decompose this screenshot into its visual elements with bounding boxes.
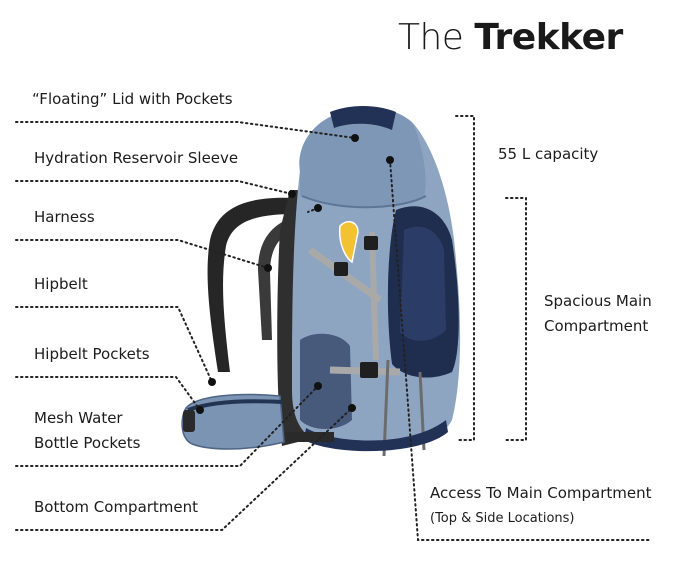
leader-access-side [389, 159, 651, 541]
leader-floating-lid [15, 121, 356, 139]
backpack-illustration [181, 106, 461, 457]
leader-hydration [15, 180, 293, 195]
pack-lid [299, 107, 426, 208]
leader-hipbelt-pockets [15, 376, 201, 411]
leader-bottom [15, 407, 353, 531]
label-hipbelt-pockets: Hipbelt Pockets [34, 345, 150, 363]
buckle-3 [364, 236, 378, 250]
callout-leaders [15, 115, 651, 541]
label-floating-lid: “Floating” Lid with Pockets [32, 90, 233, 108]
leader-harness [15, 239, 269, 269]
dot-floating-lid [351, 134, 359, 142]
label-capacity: 55 L capacity [498, 145, 599, 163]
label-bottom-compartment: Bottom Compartment [34, 498, 199, 516]
buckle-1 [334, 262, 348, 276]
mesh-pocket [300, 333, 352, 429]
dot-hydration [288, 190, 296, 198]
dot-access-top [314, 204, 322, 212]
bottom-strap [286, 432, 334, 442]
compression-strap-3 [369, 231, 379, 361]
dot-access-side [386, 156, 394, 164]
front-panel-pocket [400, 226, 446, 341]
bracket-capacity [455, 115, 475, 441]
label-mesh-line1: Mesh Water [34, 409, 123, 427]
harness-strap-inner [258, 215, 302, 340]
leader-mesh [15, 385, 319, 467]
dot-hipbelt [208, 378, 216, 386]
harness-strap [207, 197, 296, 372]
hipbelt-pad [181, 393, 285, 450]
label-hipbelt: Hipbelt [34, 275, 88, 293]
lid-seam [301, 195, 427, 209]
buckle-2 [360, 362, 378, 378]
hipbelt-edge [187, 399, 283, 412]
label-access-line2: (Top & Side Locations) [430, 511, 575, 526]
lid-navy-trim [330, 106, 396, 130]
title-bold: Trekker [474, 17, 623, 58]
dot-bottom [348, 404, 356, 412]
label-mesh-line2: Bottle Pockets [34, 434, 141, 452]
title-light: The [398, 17, 464, 58]
page-title: The Trekker [398, 12, 623, 64]
bracket-main [505, 197, 527, 441]
label-harness: Harness [34, 208, 95, 226]
logo-patch [338, 221, 359, 264]
dot-hipbelt-pockets [196, 406, 204, 414]
dot-harness [264, 264, 272, 272]
label-access-line1: Access To Main Compartment [430, 484, 652, 502]
label-main-line2: Compartment [544, 317, 649, 335]
leader-hipbelt [15, 306, 213, 383]
label-hydration-sleeve: Hydration Reservoir Sleeve [34, 149, 239, 167]
callout-dots [196, 134, 394, 414]
label-main-line1: Spacious Main [544, 292, 652, 310]
dot-mesh [314, 382, 322, 390]
pack-bottom [304, 420, 448, 452]
hipbelt-buckle [183, 410, 195, 432]
